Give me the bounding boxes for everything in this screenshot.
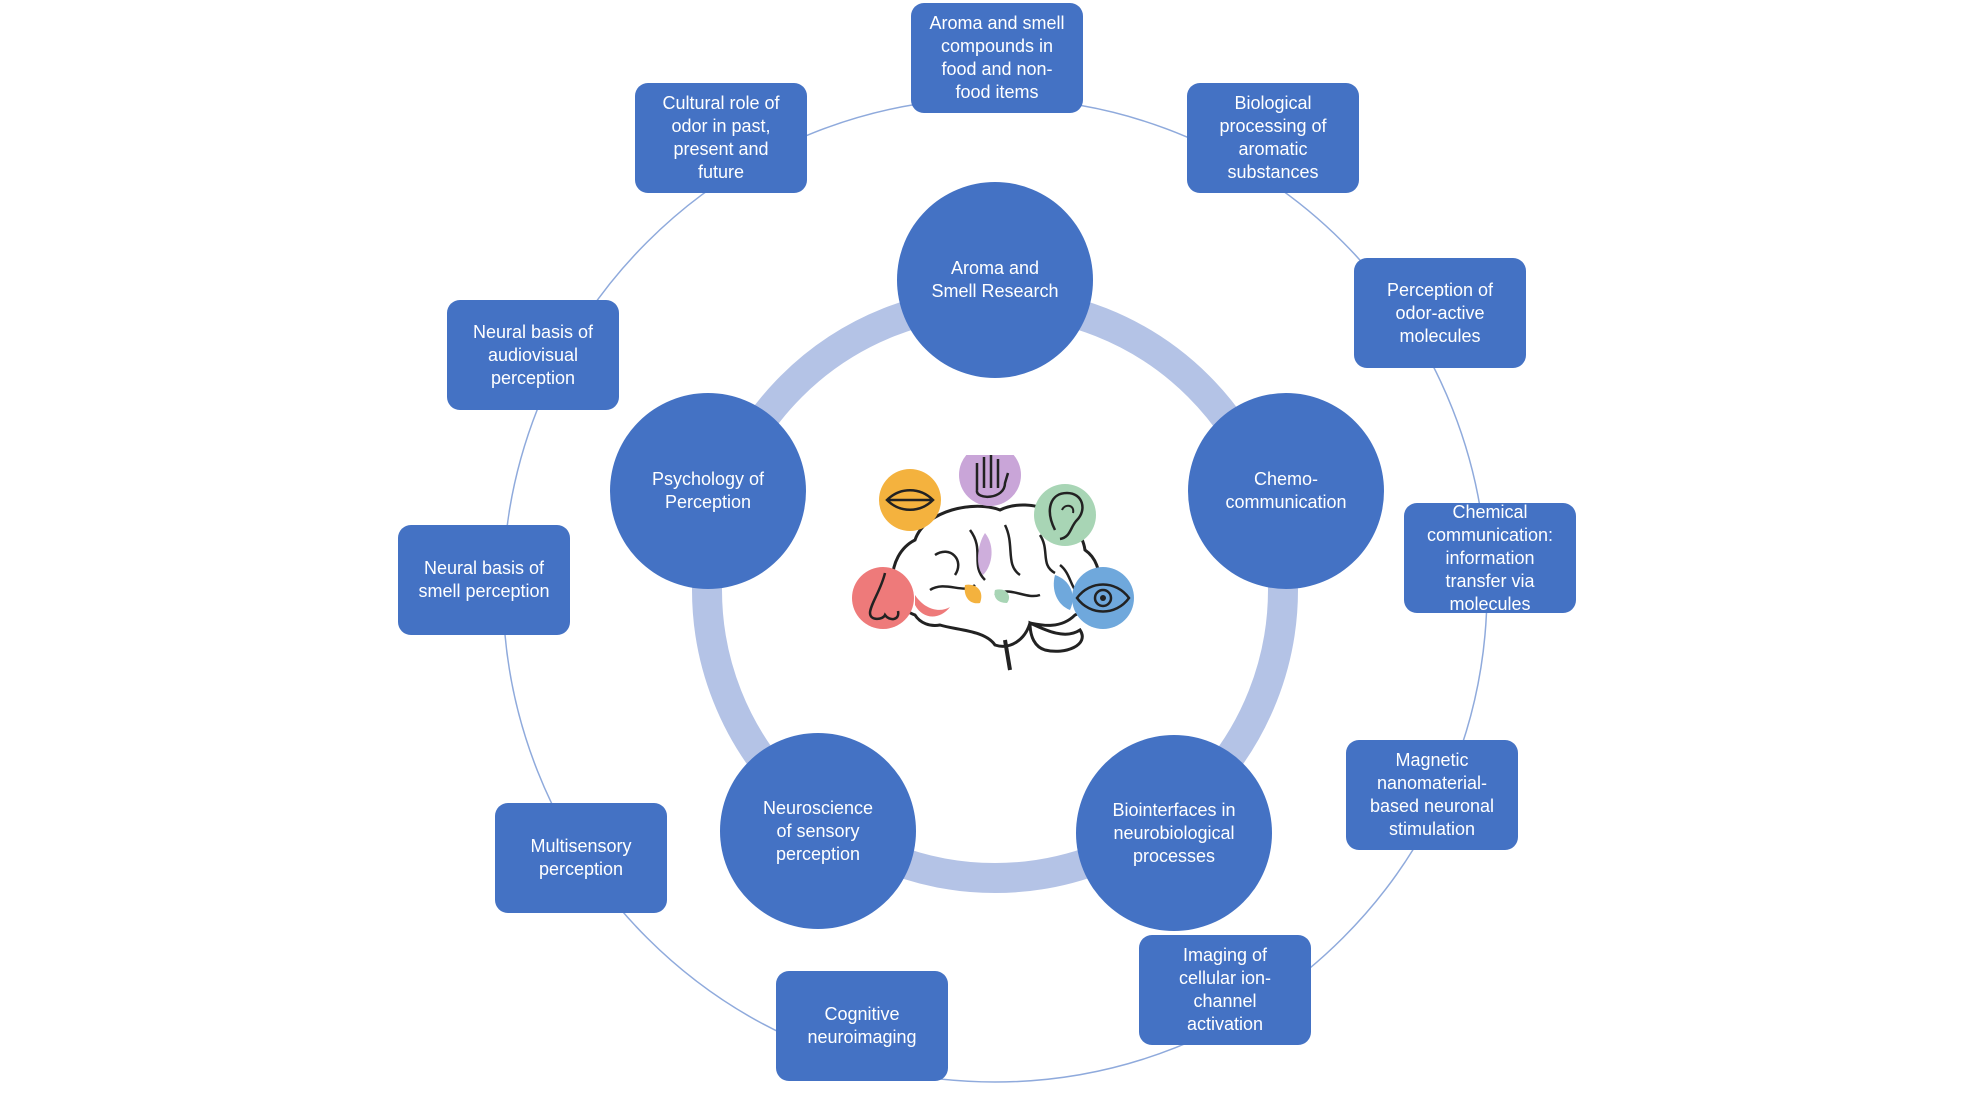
- subtopic-multisensory-perception: Multisensory perception: [495, 803, 667, 913]
- hand-icon: [959, 455, 1021, 506]
- core-topic-neuroscience-sensory-perception: Neuroscience of sensory perception: [720, 733, 916, 929]
- subtopic-label: Perception of odor-active molecules: [1386, 279, 1494, 346]
- core-topic-label: Aroma and Smell Research: [931, 258, 1059, 301]
- core-topic-label: Neuroscience of sensory perception: [762, 797, 874, 864]
- subtopic-label: Biological processing of aromatic substa…: [1219, 93, 1327, 182]
- core-topic-label: Psychology of Perception: [651, 469, 765, 512]
- subtopic-neural-basis-smell: Neural basis of smell perception: [398, 525, 570, 635]
- subtopic-label: Neural basis of smell perception: [418, 558, 550, 601]
- ear-icon: [1034, 484, 1096, 546]
- subtopic-aroma-smell-compounds: Aroma and smell compounds in food and no…: [911, 3, 1083, 113]
- subtopic-imaging-ion-channel: Imaging of cellular ion- channel activat…: [1139, 935, 1311, 1045]
- subtopic-label: Multisensory perception: [530, 836, 632, 879]
- subtopic-label: Cognitive neuroimaging: [807, 1004, 917, 1047]
- subtopic-cultural-role-of-odor: Cultural role of odor in past, present a…: [635, 83, 807, 193]
- core-topic-chemo-communication: Chemo- communication: [1188, 393, 1384, 589]
- core-topic-biointerfaces: Biointerfaces in neurobiological process…: [1076, 735, 1272, 931]
- subtopic-label: Chemical communication: information tran…: [1426, 501, 1554, 614]
- subtopic-label: Cultural role of odor in past, present a…: [662, 93, 780, 182]
- senses-brain-illustration: [852, 455, 1134, 671]
- core-topic-label: Chemo- communication: [1225, 469, 1347, 512]
- subtopic-label: Aroma and smell compounds in food and no…: [929, 13, 1065, 102]
- eye-icon: [1072, 567, 1134, 629]
- subtopic-label: Neural basis of audiovisual perception: [472, 321, 594, 388]
- subtopic-perception-odor-active-molecules: Perception of odor-active molecules: [1354, 258, 1526, 368]
- subtopic-label: Magnetic nanomaterial- based neuronal st…: [1369, 750, 1495, 839]
- subtopic-label: Imaging of cellular ion- channel activat…: [1178, 945, 1272, 1034]
- core-topic-label: Biointerfaces in neurobiological process…: [1112, 799, 1236, 866]
- mouth-icon: [879, 469, 941, 531]
- subtopic-neural-basis-audiovisual: Neural basis of audiovisual perception: [447, 300, 619, 410]
- subtopic-magnetic-nanomaterial-stimulation: Magnetic nanomaterial- based neuronal st…: [1346, 740, 1518, 850]
- nose-icon: [852, 567, 914, 629]
- subtopic-biological-processing: Biological processing of aromatic substa…: [1187, 83, 1359, 193]
- core-topic-psychology-of-perception: Psychology of Perception: [610, 393, 806, 589]
- subtopic-chemical-communication: Chemical communication: information tran…: [1404, 501, 1576, 614]
- subtopic-cognitive-neuroimaging: Cognitive neuroimaging: [776, 971, 948, 1081]
- core-topic-aroma-smell-research: Aroma and Smell Research: [897, 182, 1093, 378]
